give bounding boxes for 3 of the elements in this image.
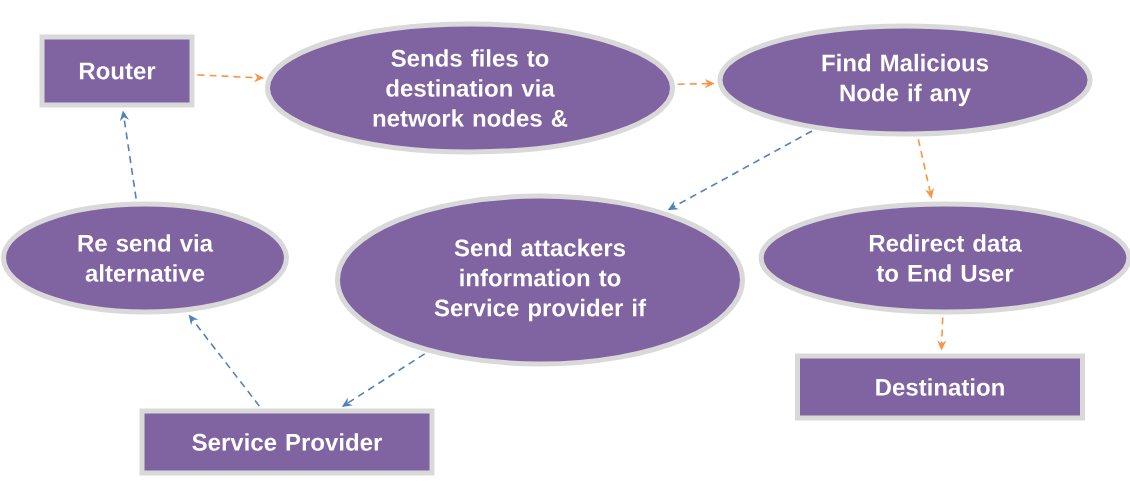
process-box: Service Provider — [139, 408, 435, 476]
process-box: Destination — [795, 353, 1085, 421]
process-box: Router — [39, 34, 195, 108]
